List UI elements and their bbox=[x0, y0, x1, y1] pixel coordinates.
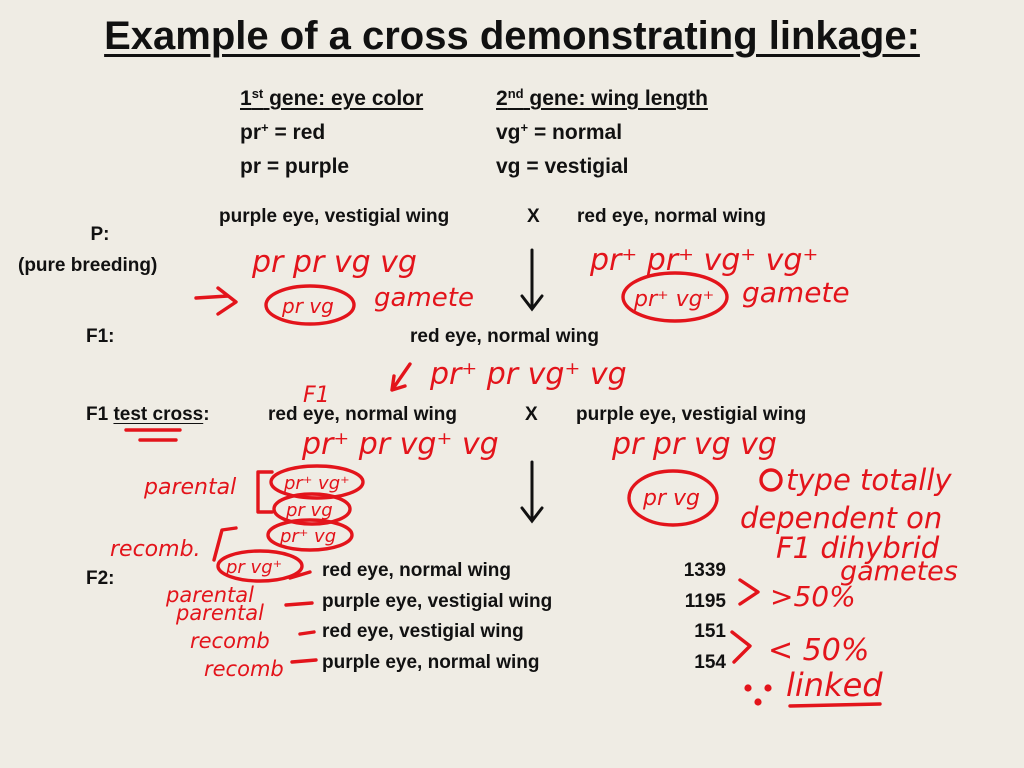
f2-row-3-count: 151 bbox=[694, 621, 726, 642]
note-line-2: dependent on bbox=[740, 501, 942, 535]
gene2-allele-dominant: vg+ = normal bbox=[496, 121, 622, 145]
p-cross-symbol: X bbox=[527, 206, 540, 227]
gene1-heading: 1st gene: eye color bbox=[240, 87, 423, 111]
test-right-phenotype: purple eye, vestigial wing bbox=[576, 404, 807, 425]
gene2-allele-plus: + bbox=[520, 119, 529, 135]
therefore-dot-3 bbox=[754, 698, 762, 706]
recomb-bracket bbox=[212, 526, 238, 562]
p-left-genotype-note: pr pr vg vg bbox=[251, 245, 417, 280]
note-bullet-icon bbox=[759, 468, 783, 492]
conclusion-underline bbox=[788, 702, 882, 708]
test-left-genotype-note: pr⁺ pr vg⁺ vg bbox=[301, 427, 499, 462]
f2-label: F2: bbox=[86, 568, 115, 589]
f2-row-4-count: 154 bbox=[694, 652, 726, 673]
f1-test-cross-label: F1 test cross: bbox=[86, 404, 210, 426]
p-label: P: bbox=[90, 224, 110, 245]
p-left-gamete-note: pr vg bbox=[281, 294, 334, 318]
p-sublabel: (pure breeding) bbox=[18, 255, 158, 276]
parental-label: parental bbox=[143, 475, 236, 500]
test-right-gamete-note: pr vg bbox=[642, 486, 700, 511]
p-to-f1-arrow bbox=[520, 248, 544, 312]
gene1-heading-number: 1 bbox=[240, 87, 252, 110]
gene1-allele-recessive: pr = purple bbox=[240, 155, 350, 178]
f1-test-cross-label-underlined: test cross bbox=[113, 404, 204, 425]
test-cross-symbol: X bbox=[525, 404, 538, 425]
gene1-allele-plus: + bbox=[261, 119, 269, 135]
gene2-heading-suffix: nd bbox=[507, 85, 524, 101]
slide-title: Example of a cross demonstrating linkage… bbox=[104, 14, 920, 58]
gene1-allele-dominant: pr+ = red bbox=[240, 121, 325, 145]
gt50-note: >50% bbox=[770, 580, 856, 613]
gene2-allele-symbol: vg bbox=[496, 121, 521, 144]
gamete-2-note: pr vg bbox=[285, 500, 333, 521]
note-line-1: type totally bbox=[786, 463, 952, 497]
gene2-allele-recessive: vg = vestigial bbox=[496, 155, 629, 178]
gene1-heading-suffix: st bbox=[251, 85, 264, 101]
note-line-3: F1 dihybrid bbox=[776, 531, 940, 565]
f2-class-label-2: parental bbox=[175, 601, 264, 625]
p-right-genotype-note: pr⁺ pr⁺ vg⁺ vg⁺ bbox=[589, 243, 818, 278]
note-line-4: gametes bbox=[840, 556, 958, 587]
p-left-gamete-circle bbox=[264, 284, 356, 326]
lt50-note: < 50% bbox=[768, 633, 869, 668]
gamete-1-note: pr⁺ vg⁺ bbox=[283, 473, 350, 494]
test-cross-underline-mark bbox=[124, 428, 182, 442]
gamete-3-circle bbox=[266, 518, 354, 552]
f2-row-3-phenotype: red eye, vestigial wing bbox=[322, 621, 524, 642]
f1-arrow-icon bbox=[390, 362, 412, 392]
p-right-phenotype: red eye, normal wing bbox=[577, 206, 766, 227]
p-left-gamete-label: gamete bbox=[374, 283, 474, 313]
test-right-gamete-circle bbox=[627, 469, 719, 527]
f1-test-cross-label-colon: : bbox=[203, 404, 210, 425]
test-to-f2-arrow bbox=[520, 460, 544, 524]
f2-row-1-phenotype: red eye, normal wing bbox=[322, 560, 511, 581]
f1-label: F1: bbox=[86, 326, 115, 347]
f2-row-2-count: 1195 bbox=[684, 591, 726, 612]
f1-genotype-note: pr⁺ pr vg⁺ vg bbox=[429, 357, 627, 392]
p-right-gamete-circle bbox=[621, 271, 729, 323]
p-left-phenotype: purple eye, vestigial wing bbox=[219, 206, 450, 227]
gene1-allele-symbol: pr bbox=[240, 121, 261, 144]
therefore-dot-1 bbox=[744, 684, 752, 692]
f2-row-1-count: 1339 bbox=[683, 560, 726, 581]
recomb-label: recomb. bbox=[110, 537, 201, 562]
gamete-4-note: pr vg⁺ bbox=[225, 557, 282, 578]
f1-test-cross-label-prefix: F1 bbox=[86, 404, 114, 425]
p-right-gamete-note: pr⁺ vg⁺ bbox=[633, 287, 714, 312]
brace-recomb-icon bbox=[730, 630, 752, 664]
gene2-heading-text: gene: wing length bbox=[523, 87, 708, 110]
f2-class-label-3: recomb bbox=[190, 629, 270, 653]
f2-row-4-phenotype: purple eye, normal wing bbox=[322, 652, 540, 673]
conclusion-note: linked bbox=[786, 666, 883, 704]
gamete-2-circle bbox=[272, 492, 352, 526]
p-right-gamete-label: gamete bbox=[742, 276, 850, 309]
therefore-dot-2 bbox=[764, 684, 772, 692]
f2-class-label-4: recomb bbox=[204, 657, 284, 681]
parental-bracket bbox=[256, 470, 274, 514]
gamete-arrow-icon bbox=[194, 286, 238, 316]
gene2-allele-meaning: = normal bbox=[528, 121, 623, 144]
f2-row-2-phenotype: purple eye, vestigial wing bbox=[322, 591, 553, 612]
test-left-phenotype: red eye, normal wing bbox=[268, 404, 457, 425]
test-right-genotype-note: pr pr vg vg bbox=[611, 427, 777, 462]
f1-phenotype: red eye, normal wing bbox=[410, 326, 599, 347]
gene2-heading: 2nd gene: wing length bbox=[496, 87, 708, 111]
f2-label-dashes bbox=[284, 570, 318, 664]
gamete-4-circle bbox=[216, 549, 304, 583]
gene2-heading-number: 2 bbox=[496, 87, 508, 110]
gamete-1-circle bbox=[269, 464, 365, 500]
gene1-allele-meaning: = red bbox=[268, 121, 326, 144]
f1-mark-note: F1 bbox=[303, 383, 330, 408]
f2-class-label-1: parental bbox=[165, 583, 254, 607]
brace-parental-icon bbox=[738, 578, 760, 606]
gamete-3-note: pr⁺ vg bbox=[279, 526, 336, 547]
gene1-heading-text: gene: eye color bbox=[263, 87, 424, 110]
